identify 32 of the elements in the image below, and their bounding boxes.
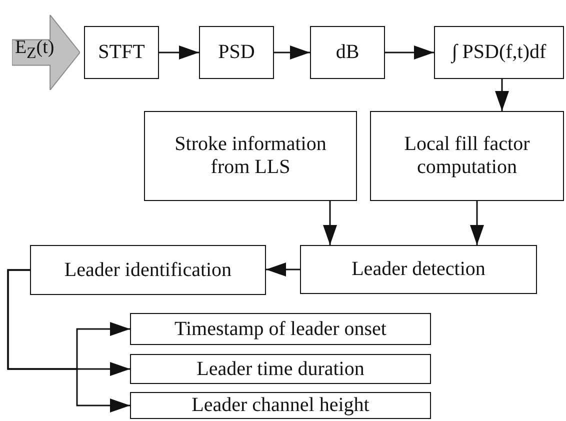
box-label: Local fill factor computation xyxy=(403,133,531,179)
process-box xyxy=(434,26,564,79)
box-label: Stroke information from LLS xyxy=(174,133,328,179)
arrow xyxy=(385,46,434,60)
arrow xyxy=(159,46,199,60)
box-label: Leader time duration xyxy=(196,358,364,380)
box-label: Leader channel height xyxy=(192,394,370,417)
process-box xyxy=(144,111,357,201)
process-box xyxy=(300,245,537,294)
arrow xyxy=(495,79,509,111)
box-label: dB xyxy=(336,41,360,64)
arrow xyxy=(470,201,484,245)
box-label: STFT xyxy=(98,41,145,64)
process-box xyxy=(199,26,274,79)
box-label: Leader detection xyxy=(352,258,486,281)
process-box xyxy=(130,392,431,419)
box-label: PSD xyxy=(218,41,255,64)
process-box xyxy=(30,245,266,295)
box-label: ∫ PSD(f,t)df xyxy=(452,41,546,64)
process-box xyxy=(370,111,564,201)
process-box xyxy=(84,26,159,79)
arrow xyxy=(266,262,300,276)
box-label: Leader identification xyxy=(64,258,232,282)
arrow xyxy=(7,269,130,412)
input-arrow-shape xyxy=(12,15,80,90)
process-box xyxy=(130,354,431,384)
process-box xyxy=(130,313,431,345)
arrow xyxy=(274,46,310,60)
arrow xyxy=(323,201,337,245)
box-label: Timestamp of leader onset xyxy=(174,318,386,340)
process-box xyxy=(310,26,385,79)
signal-label: E$_{Z}$(t) xyxy=(15,37,54,63)
